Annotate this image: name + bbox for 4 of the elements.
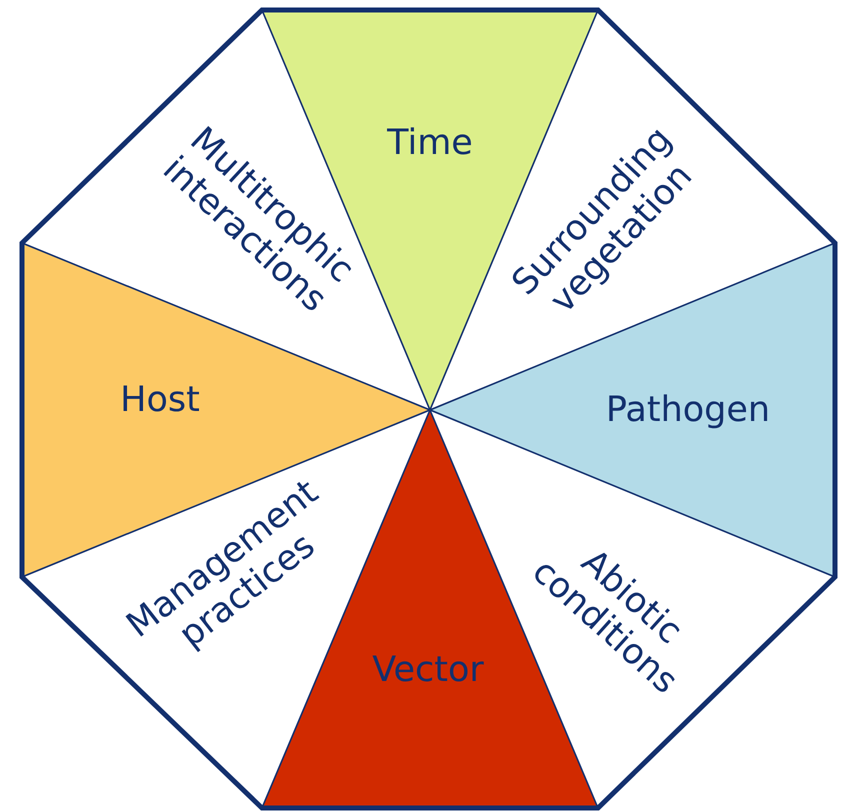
sector-label: Host (119, 380, 201, 420)
sector-label: Vector (371, 650, 485, 690)
sector-label: Time (386, 122, 474, 164)
sector-label: Pathogen (604, 390, 772, 430)
